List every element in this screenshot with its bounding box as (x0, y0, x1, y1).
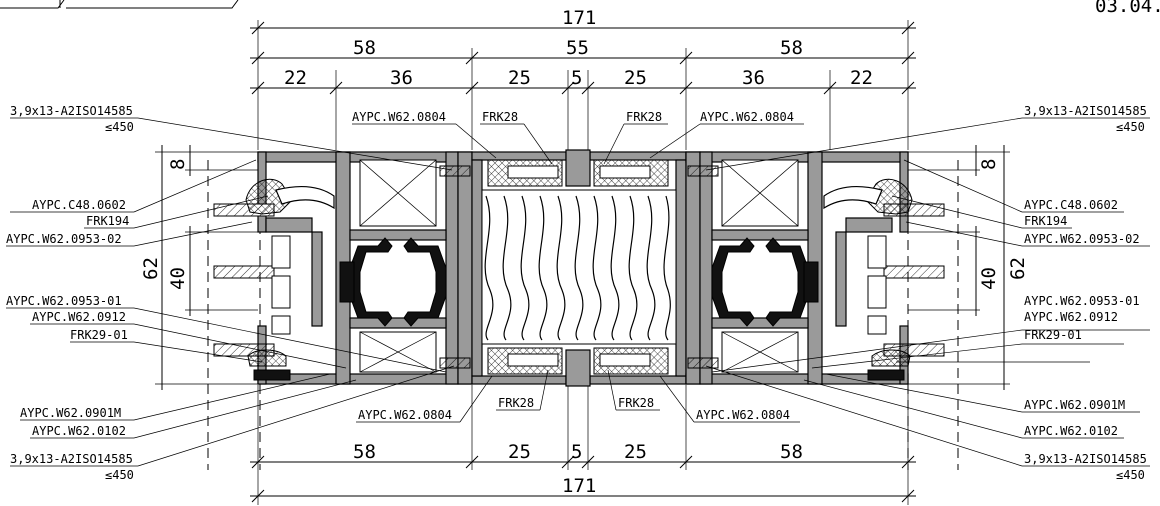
label-center-top-0804-left: AYPC.W62.0804 (352, 110, 446, 124)
label-left-frk29-01: FRK29-01 (70, 328, 128, 342)
dim-top-22-left: 22 (284, 67, 307, 89)
dim-top-36-right: 36 (742, 67, 765, 89)
label-left-0901m: AYPC.W62.0901M (20, 406, 121, 420)
label-center-bottom-0804-left: AYPC.W62.0804 (358, 408, 452, 422)
dim-top-5: 5 (571, 67, 582, 89)
label-right-c48-0602: AYPC.C48.0602 (1024, 198, 1118, 212)
label-right-screw-bottom: 3,9x13-A2ISO14585 (1024, 452, 1147, 466)
top-dimension-lines (250, 20, 916, 150)
dim-top-25-left: 25 (508, 67, 531, 89)
dim-bottom-5: 5 (571, 441, 582, 463)
dim-top-right-58: 58 (780, 37, 803, 59)
label-left-c48-0602: AYPC.C48.0602 (32, 198, 126, 212)
dim-top-36-left: 36 (390, 67, 413, 89)
dim-top-25-right: 25 (624, 67, 647, 89)
title-frame-fragment (0, 0, 239, 9)
label-left-screw-bottom-spacing: ≤450 (105, 468, 134, 482)
foam-cells (484, 195, 671, 341)
dim-bottom-25-right: 25 (624, 441, 647, 463)
label-center-top-frk28-right: FRK28 (626, 110, 662, 124)
dim-right-40: 40 (978, 267, 1000, 290)
label-right-0953-02: AYPC.W62.0953-02 (1024, 232, 1140, 246)
leader-lines (6, 117, 1150, 467)
center-infill-assembly (471, 149, 687, 387)
right-profile-assembly (685, 151, 945, 385)
dim-top-total: 171 (562, 7, 596, 29)
label-center-top-0804-right: AYPC.W62.0804 (700, 110, 794, 124)
label-right-0953-01: AYPC.W62.0953-01 (1024, 294, 1140, 308)
dim-top-mid-55: 55 (566, 37, 589, 59)
dim-top-left-58: 58 (353, 37, 376, 59)
label-right-frk194: FRK194 (1024, 214, 1067, 228)
label-center-bottom-frk28-left: FRK28 (498, 396, 534, 410)
dim-right-62: 62 (1007, 257, 1029, 280)
left-profile-assembly (213, 151, 473, 385)
label-right-0102: AYPC.W62.0102 (1024, 424, 1118, 438)
side-dimension-lines (155, 145, 1010, 390)
label-left-screw-spacing: ≤450 (105, 120, 134, 134)
label-left-0102: AYPC.W62.0102 (32, 424, 126, 438)
label-center-bottom-frk28-right: FRK28 (618, 396, 654, 410)
label-right-0901m: AYPC.W62.0901M (1024, 398, 1125, 412)
bottom-dimension-lines (250, 385, 916, 505)
label-left-0953-02: AYPC.W62.0953-02 (6, 232, 122, 246)
dim-left-8: 8 (167, 159, 189, 170)
label-left-0953-01: AYPC.W62.0953-01 (6, 294, 122, 308)
dim-right-8: 8 (978, 159, 1000, 170)
dim-bottom-25-left: 25 (508, 441, 531, 463)
label-left-screw: 3,9x13-A2ISO14585 (10, 104, 133, 118)
dim-bottom-total: 171 (562, 475, 596, 497)
corner-text: 03.04.07 (1095, 0, 1160, 17)
label-left-0912: AYPC.W62.0912 (32, 310, 126, 324)
dim-bottom-right-58: 58 (780, 441, 803, 463)
label-center-top-frk28-left: FRK28 (482, 110, 518, 124)
label-left-screw-bottom: 3,9x13-A2ISO14585 (10, 452, 133, 466)
label-right-screw: 3,9x13-A2ISO14585 (1024, 104, 1147, 118)
label-center-bottom-0804-right: AYPC.W62.0804 (696, 408, 790, 422)
dim-left-40: 40 (167, 267, 189, 290)
label-right-0912: AYPC.W62.0912 (1024, 310, 1118, 324)
dim-bottom-left-58: 58 (353, 441, 376, 463)
label-right-frk29-01: FRK29-01 (1024, 328, 1082, 342)
label-right-screw-spacing: ≤450 (1116, 120, 1145, 134)
dim-top-22-right: 22 (850, 67, 873, 89)
label-right-screw-bottom-spacing: ≤450 (1116, 468, 1145, 482)
label-left-frk194: FRK194 (86, 214, 129, 228)
dim-left-62: 62 (140, 257, 162, 280)
